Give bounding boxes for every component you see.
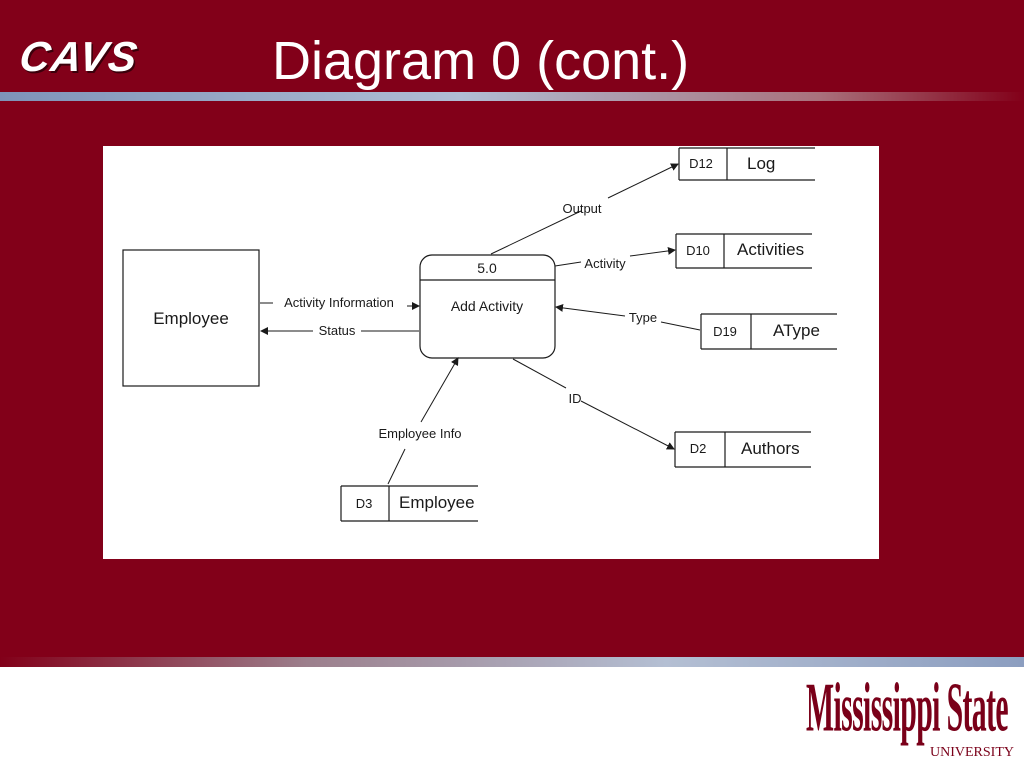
msu-university-text: UNIVERSITY [930, 745, 1014, 760]
flow-label: Employee Info [378, 426, 461, 441]
data-store-d12: D12 Log [678, 147, 815, 181]
data-store-d3: D3 Employee [340, 485, 478, 522]
flow-label: Activity [584, 256, 626, 271]
data-store-id: D10 [686, 243, 710, 258]
data-store-d10: D10 Activities [675, 233, 812, 269]
data-store-d19: D19 AType [700, 313, 837, 350]
flow-activity-information: Activity Information [260, 295, 420, 310]
process-add-activity: 5.0 Add Activity [419, 254, 556, 359]
external-entity-employee: Employee [122, 249, 260, 387]
data-store-name: Authors [741, 439, 800, 458]
data-store-name: AType [773, 321, 820, 340]
flow-status: Status [260, 323, 419, 338]
data-store-id: D2 [690, 441, 707, 456]
data-store-name: Employee [399, 493, 475, 512]
flow-label: Activity Information [284, 295, 394, 310]
flow-type: Type [555, 303, 701, 331]
data-flow-diagram: Employee 5.0 Add Activity D12 Log D10 Ac… [103, 146, 879, 559]
data-store-id: D19 [713, 324, 737, 339]
flow-label: Status [319, 323, 356, 338]
footer-divider [0, 657, 1024, 667]
external-entity-label: Employee [153, 309, 229, 328]
msu-wordmark: Mississippi State [806, 669, 1009, 747]
flow-employee-info: Employee Info [378, 357, 462, 485]
data-store-id: D3 [356, 496, 373, 511]
mississippi-state-logo: Mississippi State UNIVERSITY [806, 669, 1018, 762]
flow-label: Output [562, 201, 601, 216]
flow-label: Type [629, 310, 657, 325]
slide-title: Diagram 0 (cont.) [272, 31, 690, 91]
title-divider [0, 92, 1024, 101]
data-store-id: D12 [689, 156, 713, 171]
flow-label: ID [569, 391, 582, 406]
flow-activity: Activity [554, 246, 676, 271]
flow-output: Output [490, 163, 679, 255]
process-label: Add Activity [451, 298, 523, 314]
cavs-logo: CAVS [16, 33, 141, 80]
data-store-name: Log [747, 154, 775, 173]
flow-id: ID [512, 358, 675, 450]
data-store-name: Activities [737, 240, 804, 259]
process-number: 5.0 [477, 260, 497, 276]
data-store-d2: D2 Authors [674, 431, 811, 468]
